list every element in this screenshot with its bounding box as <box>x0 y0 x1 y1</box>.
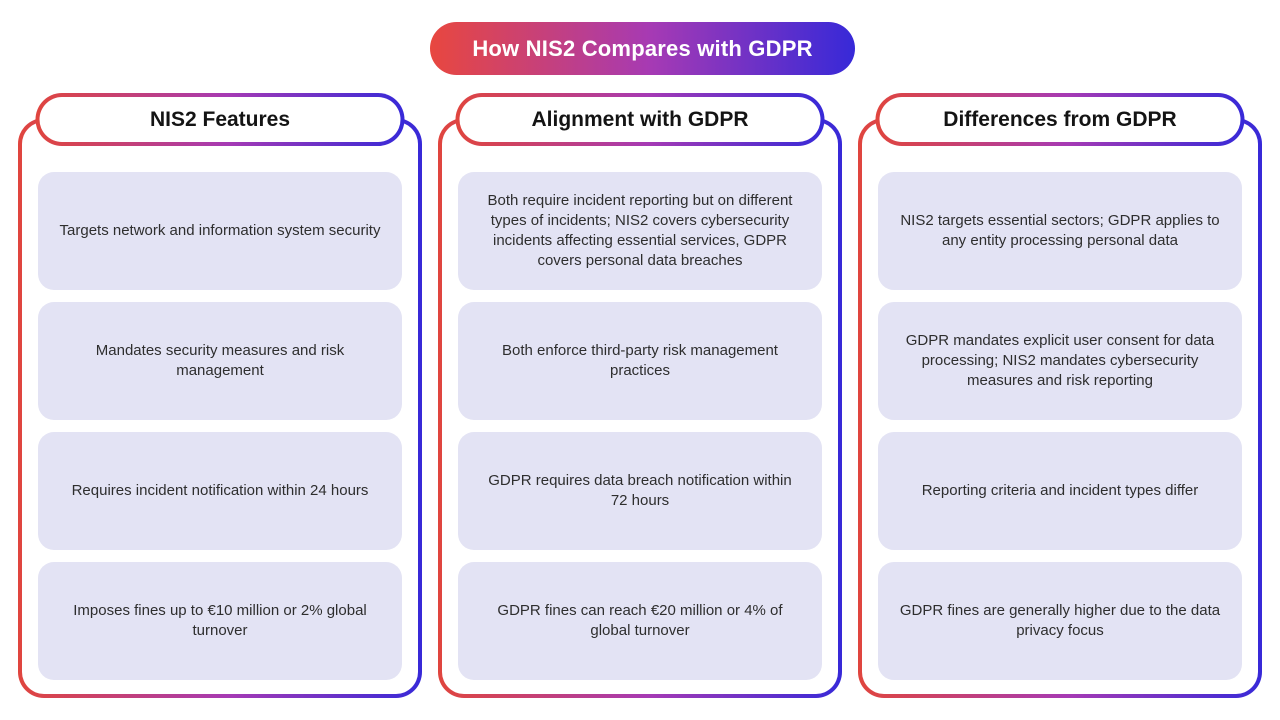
column-frame: Targets network and information system s… <box>18 118 422 698</box>
card: GDPR requires data breach notification w… <box>458 432 822 550</box>
column-body: Both require incident reporting but on d… <box>442 122 838 694</box>
card: Mandates security measures and risk mana… <box>38 302 402 420</box>
column-header: Differences from GDPR <box>875 93 1245 146</box>
card: GDPR fines are generally higher due to t… <box>878 562 1242 680</box>
card: Requires incident notification within 24… <box>38 432 402 550</box>
diagram-title: How NIS2 Compares with GDPR <box>430 22 855 75</box>
column-nis2-features: Targets network and information system s… <box>18 93 422 698</box>
column-frame: Both require incident reporting but on d… <box>438 118 842 698</box>
card: GDPR fines can reach €20 million or 4% o… <box>458 562 822 680</box>
column-differences-from-gdpr: NIS2 targets essential sectors; GDPR app… <box>858 93 1262 698</box>
column-header-label: Differences from GDPR <box>879 97 1241 142</box>
card: Imposes fines up to €10 million or 2% gl… <box>38 562 402 680</box>
column-header: Alignment with GDPR <box>455 93 825 146</box>
column-body: Targets network and information system s… <box>22 122 418 694</box>
column-header-label: NIS2 Features <box>39 97 401 142</box>
column-header-label: Alignment with GDPR <box>459 97 821 142</box>
column-alignment-with-gdpr: Both require incident reporting but on d… <box>438 93 842 698</box>
card: Both enforce third-party risk management… <box>458 302 822 420</box>
column-header: NIS2 Features <box>35 93 405 146</box>
diagram-title-text: How NIS2 Compares with GDPR <box>472 35 813 61</box>
card: Reporting criteria and incident types di… <box>878 432 1242 550</box>
card: Both require incident reporting but on d… <box>458 172 822 290</box>
column-frame: NIS2 targets essential sectors; GDPR app… <box>858 118 1262 698</box>
column-body: NIS2 targets essential sectors; GDPR app… <box>862 122 1258 694</box>
card: GDPR mandates explicit user consent for … <box>878 302 1242 420</box>
card: NIS2 targets essential sectors; GDPR app… <box>878 172 1242 290</box>
card: Targets network and information system s… <box>38 172 402 290</box>
